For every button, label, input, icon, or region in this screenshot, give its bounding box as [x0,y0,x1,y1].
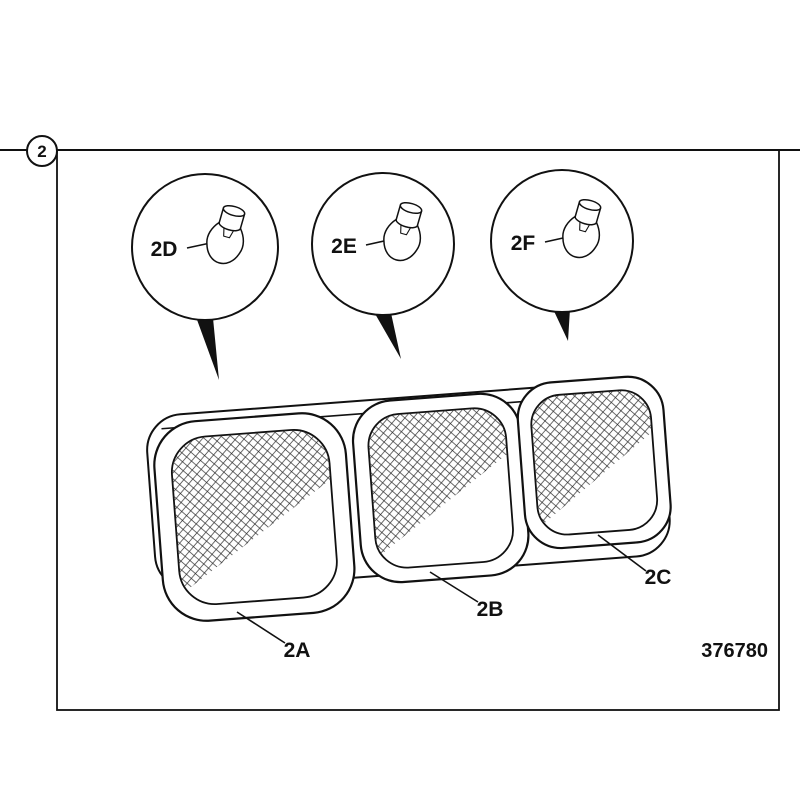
lens-hatch-middle [366,406,508,558]
callout-label-2d: 2D [151,238,178,261]
callout-label-2e: 2E [331,235,357,258]
callout-tail-2 [374,312,401,359]
figure-number: 2 [37,142,46,161]
diagram-frame [56,149,780,711]
callout-tail-1 [196,317,219,380]
lens-hatch-right [529,388,653,528]
part-label-2b: 2B [477,598,504,621]
part-label-2c: 2C [645,566,672,589]
part-number: 376780 [701,640,768,662]
lens-hatch-left [169,427,331,595]
part-label-2a: 2A [284,639,311,662]
leader-line-2c [597,534,647,572]
leader-line-2b [429,571,479,603]
lamp-cluster-assembly [146,375,672,622]
callout-label-2f: 2F [511,232,536,255]
callout-tail-3 [553,309,570,341]
figure-number-badge [26,135,58,167]
leader-line-2a [236,611,286,644]
